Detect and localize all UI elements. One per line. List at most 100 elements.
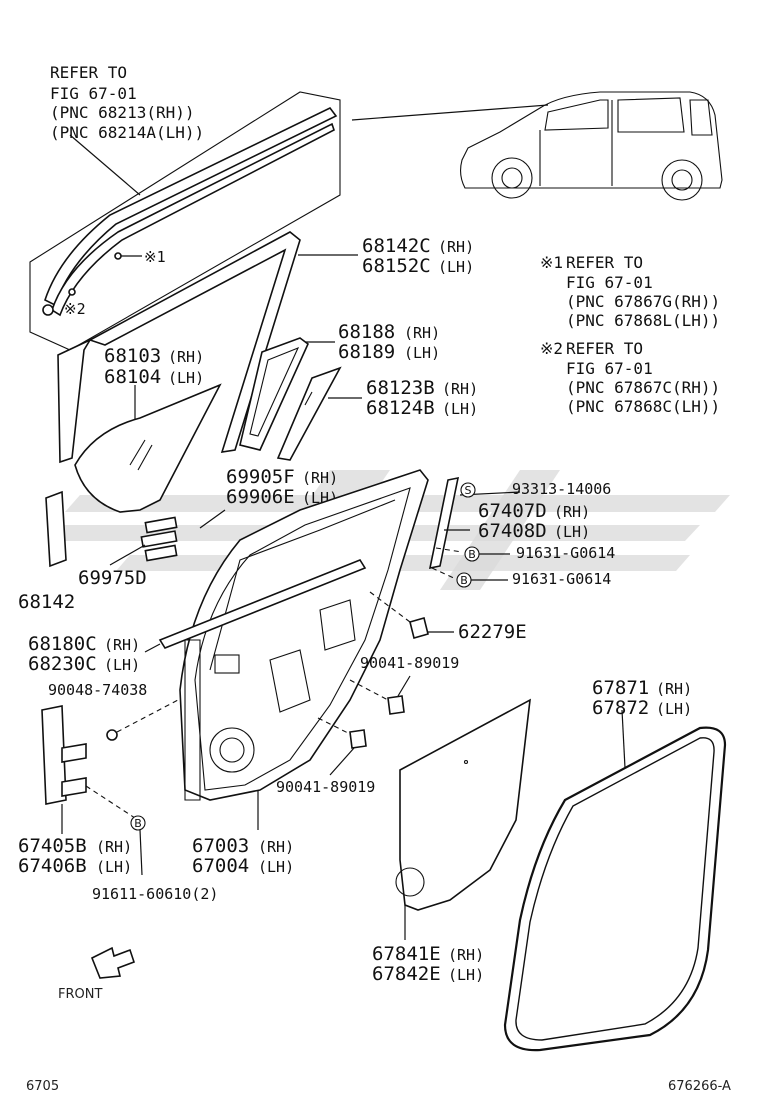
ref2-line3: (PNC 67867C(RH)) [566,378,720,397]
pnc-67872: 67872 [592,697,649,719]
pnc-67405B-side: (RH) [96,838,132,856]
pnc-67408D: 67408D [478,520,547,542]
plug-icon [106,729,118,741]
belt-molding [144,559,367,653]
front-label: FRONT [58,987,102,1002]
badge-b-91631a: B [464,546,480,562]
pnc-68189: 68189 [338,341,395,363]
pnc-69905F-side: (RH) [302,469,338,487]
door-glass [74,383,222,513]
pnc-67003: 67003 [192,835,249,857]
pnc-67842E: 67842E [372,963,441,985]
mark1-inline: ※1 [144,248,166,266]
top-refer-line1: REFER TO [50,63,127,82]
door-weatherstrip [503,709,727,1052]
pnc-67407D-side: (RH) [554,503,590,521]
quarter-seal [239,337,335,451]
pnc-67406B-side: (LH) [96,858,132,876]
ref1-line4: (PNC 67868L(LH)) [566,311,720,330]
pnc-68152C: 68152C [362,255,431,277]
front-arrow-icon [90,946,136,979]
run-channel-upper [57,338,93,464]
pnc-68230C: 68230C [28,653,97,675]
pnc-68152C-side: (LH) [438,258,474,276]
ref2-mark: ※2 [540,339,563,358]
pnc-68189-side: (LH) [404,344,440,362]
pnc-68142C-side: (RH) [438,238,474,256]
pnc-67004: 67004 [192,855,249,877]
pnc-67842E-side: (LH) [448,966,484,984]
pnc-91631-b: 91631-G0614 [512,570,611,588]
page-number: 6705 [26,1079,59,1094]
pnc-68180C: 68180C [28,633,97,655]
glass-channel-clips [109,516,178,566]
ref2-line1: REFER TO [566,339,643,358]
ref1-line1: REFER TO [566,253,643,272]
ref2-line2: FIG 67-01 [566,359,653,378]
pnc-67405B: 67405B [18,835,87,857]
pnc-67841E: 67841E [372,943,441,965]
service-hole-cover [395,698,531,940]
dash-90048 [116,699,179,733]
pnc-67003-side: (RH) [258,838,294,856]
pnc-62279E: 62279E [458,621,527,643]
pnc-69905F: 69905F [226,466,295,488]
mark2-inline: ※2 [64,300,86,318]
pnc-67407D: 67407D [478,500,547,522]
svg-text:B: B [468,548,476,561]
pnc-69906E: 69906E [226,486,295,508]
pnc-68124B-side: (LH) [442,400,478,418]
pnc-67841E-side: (RH) [448,946,484,964]
pnc-68142C: 68142C [362,235,431,257]
pnc-68104-side: (LH) [168,369,204,387]
pnc-68142: 68142 [18,591,75,613]
svg-text:B: B [134,817,142,830]
top-refer-line3: (PNC 68213(RH)) [50,103,195,122]
pnc-68124B: 68124B [366,397,435,419]
top-refer-line4: (PNC 68214A(LH)) [50,123,204,142]
pnc-68103: 68103 [104,345,161,367]
pnc-68188: 68188 [338,321,395,343]
figure-id: 676266-A [668,1079,731,1094]
pnc-91611: 91611-60610(2) [92,885,218,903]
pnc-68103-side: (RH) [168,348,204,366]
clip-90041-b [317,717,367,776]
pnc-67871: 67871 [592,677,649,699]
clip-90041-a [349,675,411,715]
svg-text:B: B [460,574,468,587]
door-hinge [41,705,143,876]
leader-69905F [199,509,226,529]
pnc-90048: 90048-74038 [48,681,147,699]
pnc-67872-side: (LH) [656,700,692,718]
badge-s-93313: S [460,482,476,498]
roof-molding-group [29,91,341,351]
pnc-67004-side: (LH) [258,858,294,876]
pnc-91631-a: 91631-G0614 [516,544,615,562]
door-panel [179,469,429,830]
badge-b-91631b: B [456,572,472,588]
pnc-93313: 93313-14006 [512,480,611,498]
pnc-68123B: 68123B [366,377,435,399]
quarter-glass [276,366,362,461]
pnc-90041-b: 90041-89019 [276,778,375,796]
door-frame-seal [87,231,358,453]
pnc-90041-a: 90041-89019 [360,654,459,672]
car-illustration [351,91,723,201]
ref1-line3: (PNC 67867G(RH)) [566,292,720,311]
pnc-68104: 68104 [104,366,161,388]
clip-62279E [369,591,454,639]
pnc-68123B-side: (RH) [442,380,478,398]
pnc-67406B: 67406B [18,855,87,877]
pnc-68230C-side: (LH) [104,656,140,674]
ref1-mark: ※1 [540,253,563,272]
svg-text:S: S [465,484,472,497]
ref2-line4: (PNC 67868C(LH)) [566,397,720,416]
pnc-67408D-side: (LH) [554,523,590,541]
pnc-69975D: 69975D [78,567,147,589]
pnc-68180C-side: (RH) [104,636,140,654]
pnc-68188-side: (RH) [404,324,440,342]
top-refer-line2: FIG 67-01 [50,84,137,103]
badge-b-91611: B [130,815,146,831]
run-channel-lower [45,490,67,568]
